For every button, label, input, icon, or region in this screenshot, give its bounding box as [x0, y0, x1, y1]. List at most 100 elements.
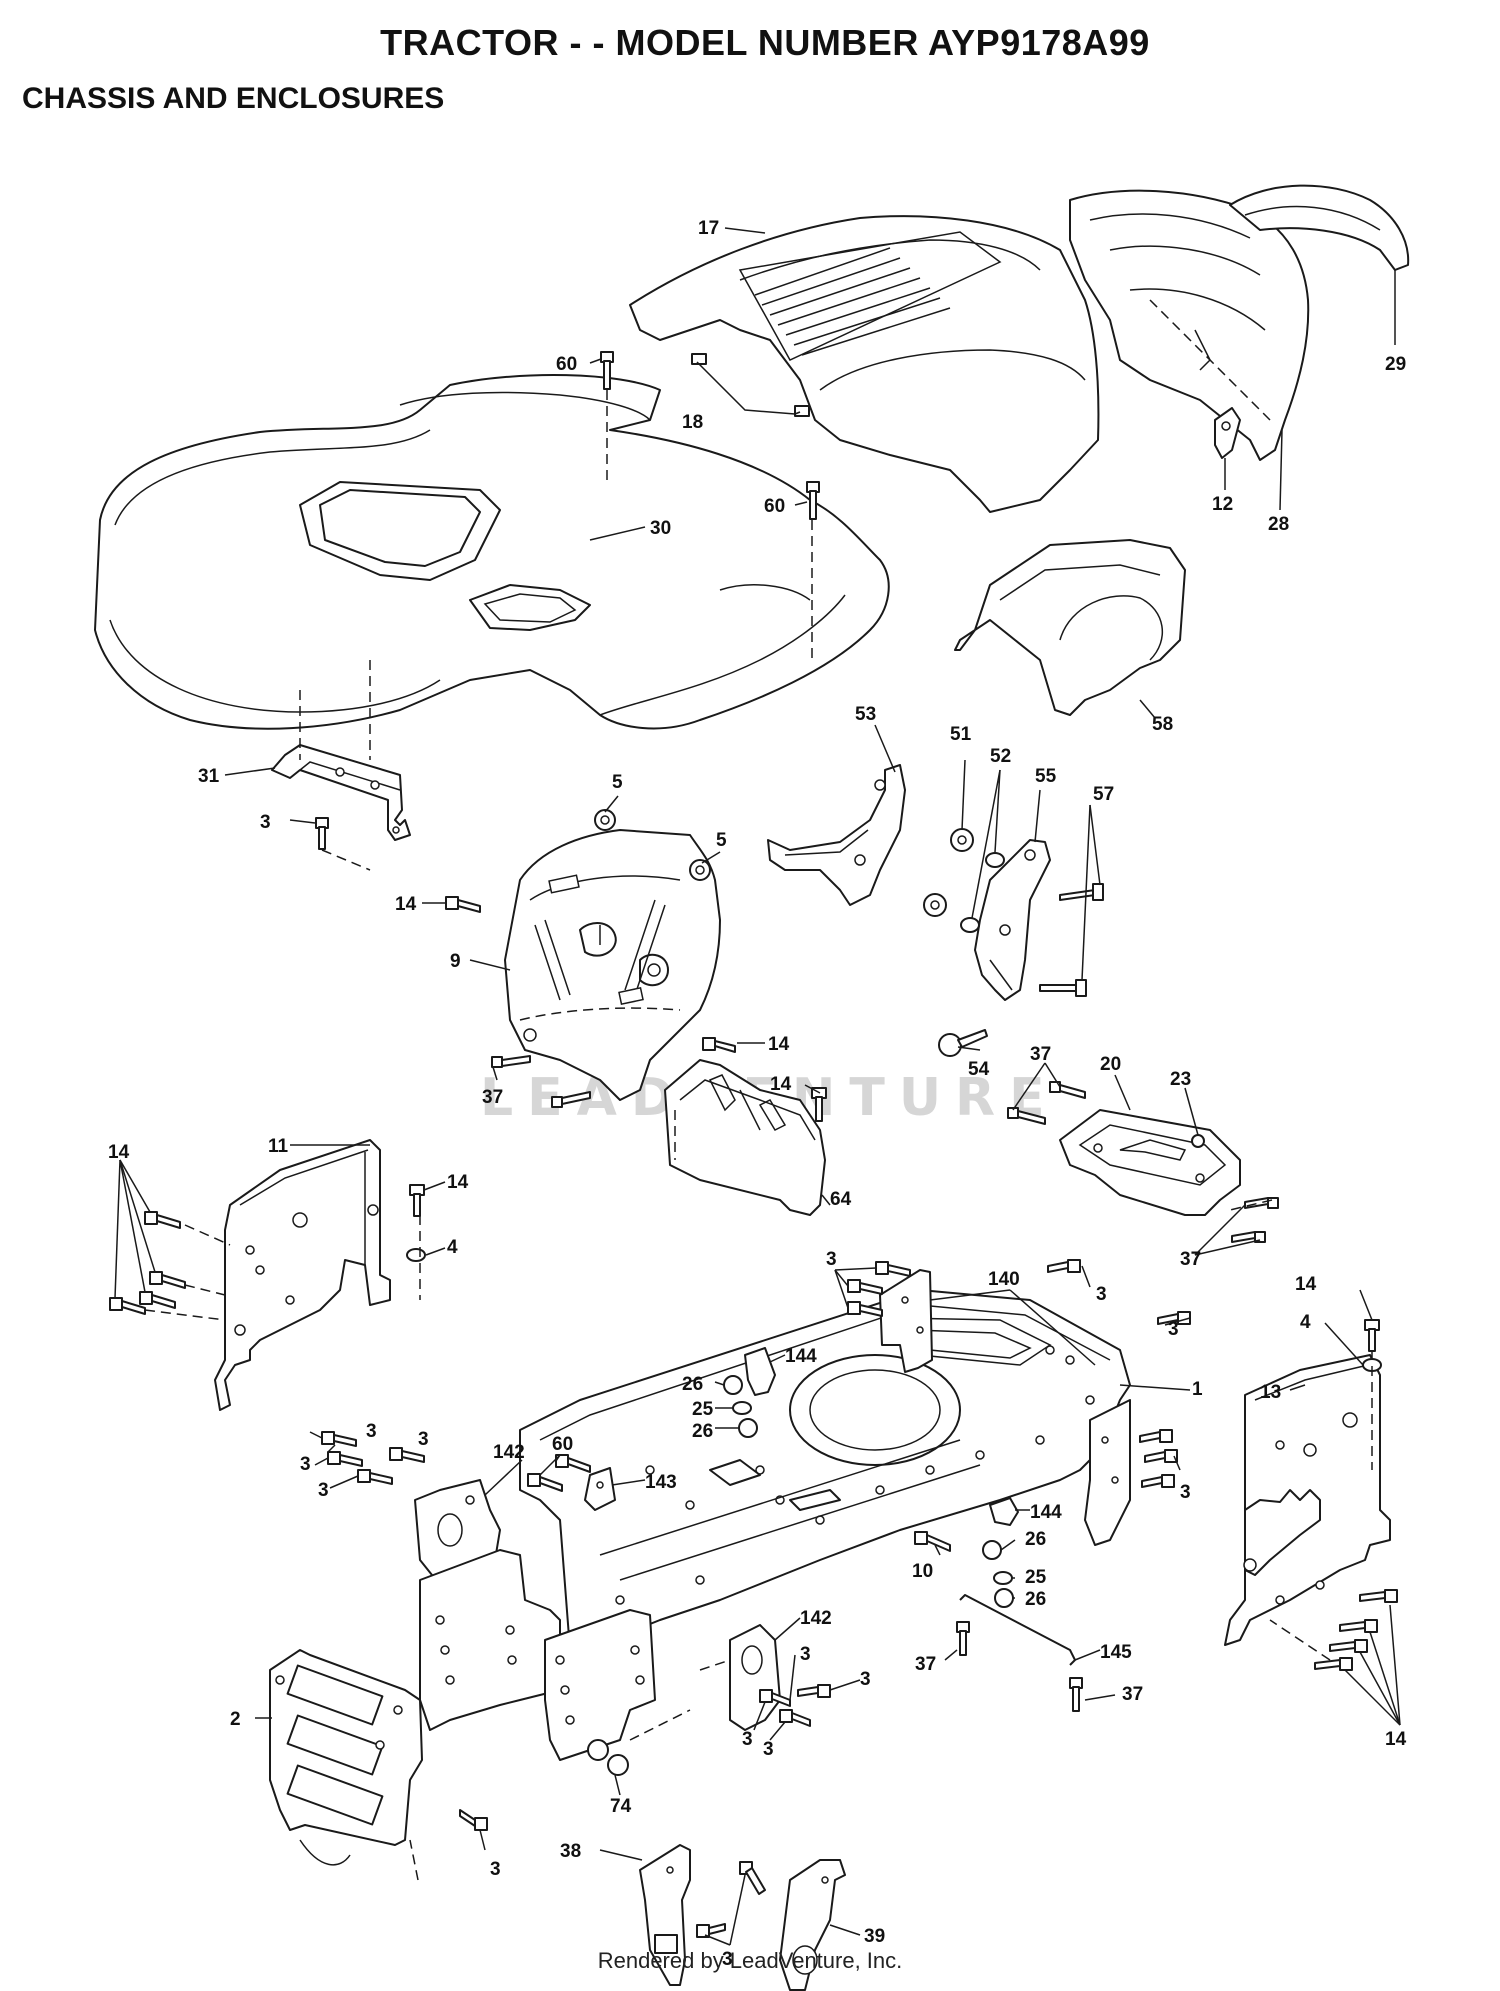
- assembly-lines: [144, 390, 1373, 1881]
- callout-54: 54: [968, 1059, 990, 1080]
- nut-part-23[interactable]: [1191, 1134, 1205, 1148]
- callout-57: 57: [1093, 784, 1114, 805]
- callout-144: 144: [785, 1346, 817, 1367]
- nut-part-5[interactable]: [594, 809, 711, 881]
- front-frame-plate[interactable]: [419, 1549, 561, 1731]
- callout-14: 14: [1295, 1274, 1317, 1295]
- callout-4: 4: [1300, 1312, 1311, 1333]
- dash-panel-part-9[interactable]: [504, 829, 721, 1101]
- bolt-part-10[interactable]: [914, 1531, 951, 1552]
- callout-58: 58: [1152, 714, 1173, 735]
- callout-55: 55: [1035, 766, 1057, 787]
- callout-3: 3: [366, 1421, 377, 1442]
- front-plate-part-2[interactable]: [269, 1649, 423, 1866]
- callout-38: 38: [560, 1841, 581, 1862]
- callout-51: 51: [950, 724, 972, 745]
- hood-part-17[interactable]: [629, 215, 1100, 513]
- callout-23: 23: [1170, 1069, 1191, 1090]
- axle-plate[interactable]: [544, 1609, 656, 1761]
- callout-29: 29: [1385, 354, 1406, 375]
- clip-part-144[interactable]: [744, 1347, 1019, 1526]
- callout-18: 18: [682, 412, 703, 433]
- battery-box-part-64[interactable]: [664, 1059, 826, 1216]
- callout-4: 4: [447, 1237, 458, 1258]
- callout-3: 3: [826, 1249, 837, 1270]
- callout-64: 64: [830, 1189, 852, 1210]
- front-grille-part-28[interactable]: [1069, 189, 1310, 461]
- callout-3: 3: [722, 1949, 733, 1970]
- leader-lines: [114, 227, 1401, 1946]
- callout-labels: 17 60 18 60 30 29 12 28 58 31 3 5 5 53 5…: [108, 218, 1407, 1970]
- callout-5: 5: [612, 772, 623, 793]
- callout-3: 3: [1180, 1482, 1191, 1503]
- nut-part-26[interactable]: [723, 1375, 1014, 1608]
- callout-25: 25: [1025, 1567, 1047, 1588]
- seat-bracket-part-31[interactable]: [271, 744, 411, 841]
- callout-3: 3: [763, 1739, 774, 1760]
- footer-credit: Rendered by LeadVenture, Inc.: [597, 1948, 903, 1973]
- callout-30: 30: [650, 518, 671, 539]
- callout-37: 37: [1122, 1684, 1143, 1705]
- bracket-part-143[interactable]: [584, 1467, 616, 1511]
- callout-52: 52: [990, 746, 1011, 767]
- callout-26: 26: [1025, 1589, 1046, 1610]
- callout-13: 13: [1260, 1382, 1281, 1403]
- callout-9: 9: [450, 951, 461, 972]
- callout-11: 11: [268, 1136, 289, 1157]
- bracket-part-55[interactable]: [974, 839, 1051, 1001]
- battery-tray-part-20[interactable]: [1059, 1109, 1241, 1216]
- callout-3: 3: [418, 1429, 429, 1450]
- bracket-part-53[interactable]: [767, 764, 906, 906]
- bolt-part-57[interactable]: [1039, 883, 1104, 997]
- callout-3: 3: [318, 1480, 329, 1501]
- washer-part-25[interactable]: [732, 1401, 1013, 1585]
- bolt-part-60[interactable]: [600, 351, 820, 520]
- washer-part-52[interactable]: [960, 852, 1005, 933]
- callout-25: 25: [692, 1399, 714, 1420]
- rod-part-145[interactable]: [959, 1594, 1076, 1666]
- side-panel-left-part-11[interactable]: [214, 1139, 391, 1411]
- callout-3: 3: [1096, 1284, 1107, 1305]
- bolt-group-14-right[interactable]: [1314, 1589, 1398, 1671]
- callout-60: 60: [552, 1434, 573, 1455]
- callout-37: 37: [1030, 1044, 1051, 1065]
- side-panel-right-part-13[interactable]: [1224, 1354, 1391, 1646]
- callout-53: 53: [855, 704, 876, 725]
- callout-3: 3: [860, 1669, 871, 1690]
- callout-26: 26: [1025, 1529, 1046, 1550]
- callout-142: 142: [800, 1608, 832, 1629]
- callout-3: 3: [300, 1454, 311, 1475]
- bracket-part-12[interactable]: [1214, 407, 1241, 459]
- callout-37: 37: [915, 1654, 936, 1675]
- callout-39: 39: [864, 1926, 885, 1947]
- callout-3: 3: [1168, 1319, 1179, 1340]
- bracket-part-38[interactable]: [639, 1844, 691, 1986]
- callout-10: 10: [912, 1561, 933, 1582]
- nut-part-51[interactable]: [923, 828, 974, 917]
- bracket-part-142-lower[interactable]: [729, 1624, 781, 1731]
- callout-142: 142: [493, 1442, 525, 1463]
- callout-26: 26: [692, 1421, 713, 1442]
- callout-14: 14: [395, 894, 417, 915]
- fender-part-30[interactable]: [94, 374, 890, 730]
- callout-145: 145: [1100, 1642, 1132, 1663]
- callout-12: 12: [1212, 494, 1233, 515]
- callout-2: 2: [230, 1709, 241, 1730]
- washer-part-4[interactable]: [406, 1248, 1382, 1372]
- callout-14: 14: [108, 1142, 130, 1163]
- callout-144: 144: [1030, 1502, 1062, 1523]
- bolt-part-54[interactable]: [938, 1029, 988, 1057]
- bolt-group-14-left[interactable]: [109, 1211, 186, 1315]
- bracket-part-140[interactable]: [879, 1269, 1131, 1546]
- bracket-part-39[interactable]: [779, 1859, 846, 1991]
- section-title: CHASSIS AND ENCLOSURES: [22, 82, 445, 115]
- bolt-part-3[interactable]: [315, 817, 1191, 1938]
- fuel-tank-cover-part-58[interactable]: [954, 539, 1186, 716]
- callout-74: 74: [610, 1796, 632, 1817]
- callout-14: 14: [1385, 1729, 1407, 1750]
- callout-3: 3: [800, 1644, 811, 1665]
- nut-part-74[interactable]: [587, 1739, 629, 1776]
- callout-3: 3: [742, 1729, 753, 1750]
- grille-insert-part-29[interactable]: [1229, 184, 1410, 271]
- page-title: TRACTOR - - MODEL NUMBER AYP9178A99: [380, 22, 1150, 63]
